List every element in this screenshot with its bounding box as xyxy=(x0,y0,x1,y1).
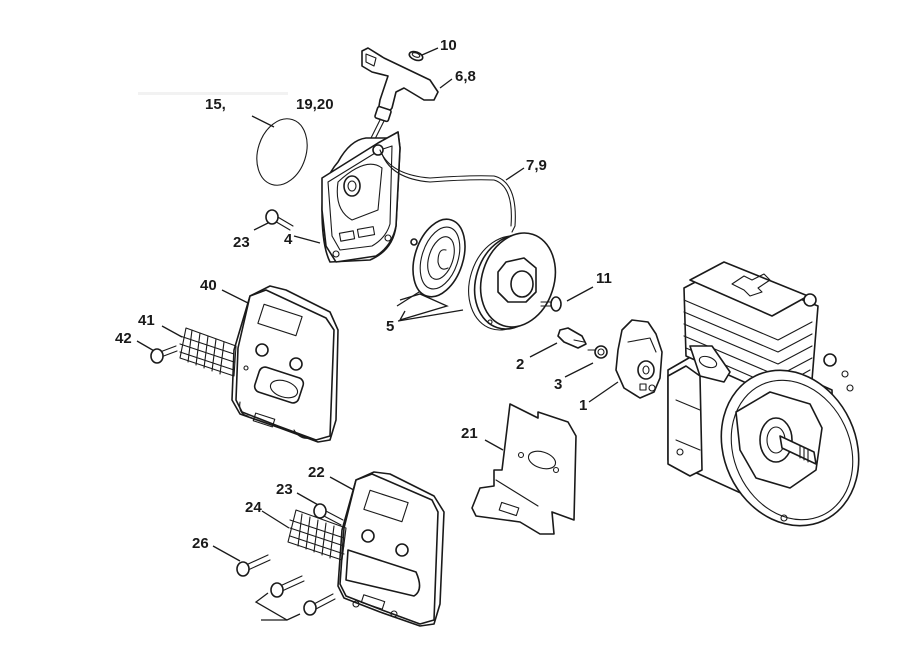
screw-23-top xyxy=(265,209,294,231)
callout-40: 40 xyxy=(200,277,217,294)
leader-5b xyxy=(397,309,464,322)
leader-lines xyxy=(136,47,619,621)
starter-rope xyxy=(379,149,516,233)
callout-4: 4 xyxy=(284,231,293,248)
engine-assembly xyxy=(667,261,860,527)
callout-1: 1 xyxy=(579,397,588,414)
callout-5: 5 xyxy=(386,318,395,335)
leader-24 xyxy=(261,510,290,529)
fan-housing xyxy=(321,131,401,263)
callout-42: 42 xyxy=(115,330,132,347)
leader-7-9 xyxy=(505,167,525,181)
leader-21 xyxy=(484,439,504,451)
leader-6-8 xyxy=(439,78,453,89)
callout-7-9: 7,9 xyxy=(526,157,547,174)
leader-1 xyxy=(588,381,619,403)
starter-grip xyxy=(361,47,439,140)
callout-23-top: 23 xyxy=(233,234,250,251)
leader-screw-pair xyxy=(254,592,301,621)
callout-41: 41 xyxy=(138,312,155,329)
leader-11 xyxy=(566,286,594,302)
leader-4 xyxy=(293,235,321,244)
muffler-40 xyxy=(231,285,339,443)
leader-40 xyxy=(221,289,249,304)
label-mask xyxy=(138,92,288,95)
leader-10 xyxy=(421,47,439,56)
leader-15-19-20 xyxy=(251,115,275,128)
callout-19-20: 19,20 xyxy=(296,96,334,113)
callout-22: 22 xyxy=(308,464,325,481)
rope-guide-insert xyxy=(408,50,424,62)
leader-23-bottom xyxy=(296,492,321,507)
callout-21: 21 xyxy=(461,425,478,442)
screen-41 xyxy=(179,327,237,377)
leader-26 xyxy=(212,545,241,562)
leader-3 xyxy=(564,362,594,378)
screw-11 xyxy=(540,296,562,312)
screw-42 xyxy=(150,345,178,364)
callout-26: 26 xyxy=(192,535,209,552)
leader-23-top xyxy=(253,222,269,231)
callout-2: 2 xyxy=(516,356,525,373)
rope-rotor xyxy=(468,232,557,331)
callout-23-bottom: 23 xyxy=(276,481,293,498)
leader-41 xyxy=(161,325,183,338)
screw-pair xyxy=(270,575,336,616)
ignition-module xyxy=(615,319,663,399)
muffler-22 xyxy=(337,471,445,627)
callout-11: 11 xyxy=(596,270,612,287)
o-ring xyxy=(256,118,308,186)
callout-3: 3 xyxy=(554,376,563,393)
rewind-spring xyxy=(410,218,466,298)
leader-2 xyxy=(529,342,558,358)
gasket-21 xyxy=(471,403,577,535)
callout-10: 10 xyxy=(440,37,457,54)
screw-26 xyxy=(236,554,271,577)
spring-3 xyxy=(587,345,608,359)
screw-23-bottom xyxy=(313,503,344,526)
callout-15: 15, xyxy=(205,96,226,113)
spark-plug-boot xyxy=(557,327,587,349)
callout-24: 24 xyxy=(245,499,262,516)
screen-24 xyxy=(287,509,347,561)
callout-6-8: 6,8 xyxy=(455,68,476,85)
